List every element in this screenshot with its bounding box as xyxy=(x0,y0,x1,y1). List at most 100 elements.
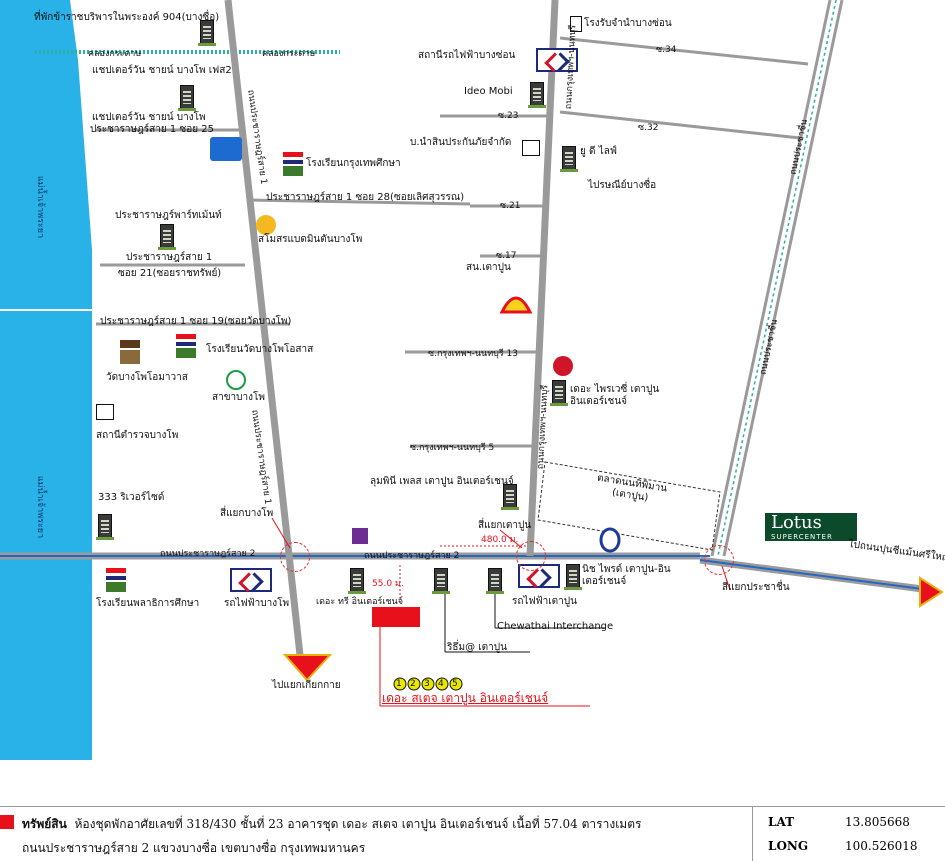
school-icon xyxy=(106,568,126,592)
bangson-label: สถานีรถไฟฟ้าบางซ่อน xyxy=(418,50,516,61)
post-office-label: ไปรษณีย์บางซื่อ xyxy=(588,180,657,191)
chapter-one-phase2-label: แชปเตอร์วัน ชายน์ บางโพ เฟส2 xyxy=(92,65,232,76)
building-icon xyxy=(432,568,450,594)
location-map: Lotus SUPERCENTER ที่พักข้าราชบริพารในพร… xyxy=(0,0,945,760)
chewathai-label: Chewathai Interchange xyxy=(497,621,614,632)
police-station-label: สถานีตำรวจบางโพ xyxy=(96,430,179,441)
school-icon xyxy=(176,334,196,358)
lumpini-label: ลุมพินี เพลส เตาปูน อินเตอร์เชนจ์ xyxy=(370,476,514,487)
rhythm-label: ริธึ่ม@ เตาปูน xyxy=(447,642,507,653)
canal-label-2: คลองกระดาษ xyxy=(262,49,316,59)
badminton-icon xyxy=(256,215,276,235)
chapter-one-label: แชปเตอร์วัน ชายน์ บางโพ xyxy=(92,112,206,123)
pracharuen-junction-label: สี่แยกประชาชื่น xyxy=(722,582,790,593)
school-bottom-label: โรงเรียนพลาธิการศึกษา xyxy=(96,598,200,609)
property-info-panel: ทรัพย์สิน ห้องชุดพักอาศัยเลขที่ 318/430 … xyxy=(0,806,945,861)
building-icon xyxy=(564,564,582,590)
nonthaburi13-label: ซ.กรุงเทพฯ-นนทบุรี 13 xyxy=(428,349,518,359)
property-marker-icon xyxy=(0,815,14,829)
arrow-east xyxy=(919,576,944,608)
lotus-logo: Lotus SUPERCENTER xyxy=(765,513,857,541)
building-icon xyxy=(198,20,216,46)
subject-block xyxy=(372,607,420,627)
niche-label: นิช ไพรด์ เตาปูน-อินเตอร์เชนจ์ xyxy=(582,564,671,587)
junction-circle xyxy=(280,542,310,572)
u-dee-label: ยู ดี ไลฟ์ xyxy=(580,146,617,157)
wat-school-label: โรงเรียนวัดบางโพโอสาส xyxy=(206,344,314,355)
insurance-label: บ.นำสินประกันภัยจำกัด xyxy=(410,137,512,148)
transit-number-1: 1 xyxy=(396,679,402,689)
to-kiakkai-label: ไปแยกเกียกกาย xyxy=(272,680,341,691)
river-label-bottom: แม่น้ำเจ้าพระยา xyxy=(35,475,46,539)
canal-label: คลองกระดาษ xyxy=(88,49,142,59)
distance-480-label: 480.0 ม. xyxy=(481,535,519,545)
building-icon xyxy=(96,514,114,540)
building-icon xyxy=(178,85,196,111)
arrow-south xyxy=(282,654,333,682)
police-shield-icon xyxy=(210,137,242,161)
building-icon xyxy=(550,380,568,406)
property-heading: ทรัพย์สิน xyxy=(22,817,67,831)
long-value: 100.526018 xyxy=(845,839,918,853)
property-address-line2: ถนนประชาราษฎร์สาย 2 แขวงบางซื่อ เขตบางซื… xyxy=(22,841,366,855)
soi28-label: ประชาราษฎร์สาย 1 ซอย 28(ซอยเลิศสุวรรณ) xyxy=(266,192,465,203)
mrt-bangson-icon xyxy=(536,48,578,72)
river-label-top: แม่น้ำเจ้าพระยา xyxy=(35,175,46,239)
building-icon xyxy=(560,146,578,172)
soi17-label: ซ.17 xyxy=(496,251,517,261)
police-station-icon xyxy=(96,404,114,420)
pawnshop-label: โรงรับจำนำบางซ่อน xyxy=(584,18,672,29)
krungthep-school-label: โรงเรียนกรุงเทพศึกษา xyxy=(306,158,401,169)
the-tree-label: เดอะ ทรี อินเตอร์เชนจ์ xyxy=(316,597,403,607)
building-icon xyxy=(528,82,546,108)
pracharat2-label-2: ถนนประชาราษฎร์สาย 2 xyxy=(364,551,460,561)
distance-55-label: 55.0 ม. xyxy=(372,579,404,589)
property-description: ห้องชุดพักอาศัยเลขที่ 318/430 ชั้นที่ 23… xyxy=(74,817,642,831)
bangpho-junction-label: สี่แยกบางโพ xyxy=(220,508,274,519)
rail-line-east xyxy=(699,559,931,591)
transit-number-5: 5 xyxy=(452,679,458,689)
badminton-label: สโมสรแบดมินตันบางโพ xyxy=(258,234,363,245)
transit-number-2: 2 xyxy=(410,679,416,689)
building-icon xyxy=(501,484,519,510)
soi19-label: ประชาราษฎร์สาย 1 ซอย 19(ซอยวัดบางโพ) xyxy=(100,316,292,327)
pracharat1-label: ประชาราษฎร์สาย 1 xyxy=(126,252,213,263)
building-icon xyxy=(348,568,366,594)
soi25-label: ประชาราษฎร์สาย 1 ซอย 25 xyxy=(90,124,215,135)
shell-icon xyxy=(499,296,533,314)
transit-number-3: 3 xyxy=(424,679,430,689)
pracharat2-label: ถนนประชาราษฎร์สาย 2 xyxy=(160,549,256,559)
riverside-label: 333 ริเวอร์ไซด์ xyxy=(98,492,165,503)
lat-value: 13.805668 xyxy=(845,815,910,829)
map-roads-layer xyxy=(0,0,944,760)
soi34-label: ซ.34 xyxy=(656,45,677,55)
lat-label: LAT xyxy=(768,815,795,829)
long-label: LONG xyxy=(768,839,809,853)
school-icon xyxy=(283,152,303,176)
fuel-station-icon xyxy=(553,356,573,376)
taopoon-junction-label: สี่แยกเตาปูน xyxy=(478,520,532,531)
market-area xyxy=(537,461,721,551)
property-address-line1: ทรัพย์สิน ห้องชุดพักอาศัยเลขที่ 318/430 … xyxy=(22,815,641,834)
transit-number-4: 4 xyxy=(438,679,444,689)
mrt-bangpho-label: รถไฟฟ้าบางโพ xyxy=(224,598,290,609)
info-divider xyxy=(752,807,753,861)
wat-label: วัดบางโพโอมาวาส xyxy=(106,372,188,383)
soi32-label: ซ.32 xyxy=(638,123,659,133)
kbank-icon xyxy=(226,370,246,390)
lodging-label: ที่พักข้าราชบริพารในพระองค์ 904(บางซื่อ) xyxy=(34,12,220,23)
mrt-taopoon-label: รถไฟฟ้าเตาปูน xyxy=(512,596,577,607)
vertical-right-road xyxy=(710,0,832,557)
junction-circle xyxy=(704,545,734,575)
pawnshop-icon xyxy=(570,16,582,32)
soi21-label: ซอย 21(ซอยราชทรัพย์) xyxy=(118,268,222,279)
nonthaburi5-label: ซ.กรุงเทพฯ-นนทบุรี 5 xyxy=(410,443,495,453)
tao-poon-police-label: สน.เตาปูน xyxy=(466,262,511,273)
junction-circle xyxy=(516,541,546,571)
vertical-mid-road xyxy=(526,0,559,557)
office-icon xyxy=(522,140,540,156)
building-icon xyxy=(158,224,176,250)
ideo-label: Ideo Mobi xyxy=(464,86,513,97)
temple-icon xyxy=(120,340,140,364)
subject-property-label: เดอะ สเตจ เตาปูน อินเตอร์เชนจ์ xyxy=(382,691,549,705)
